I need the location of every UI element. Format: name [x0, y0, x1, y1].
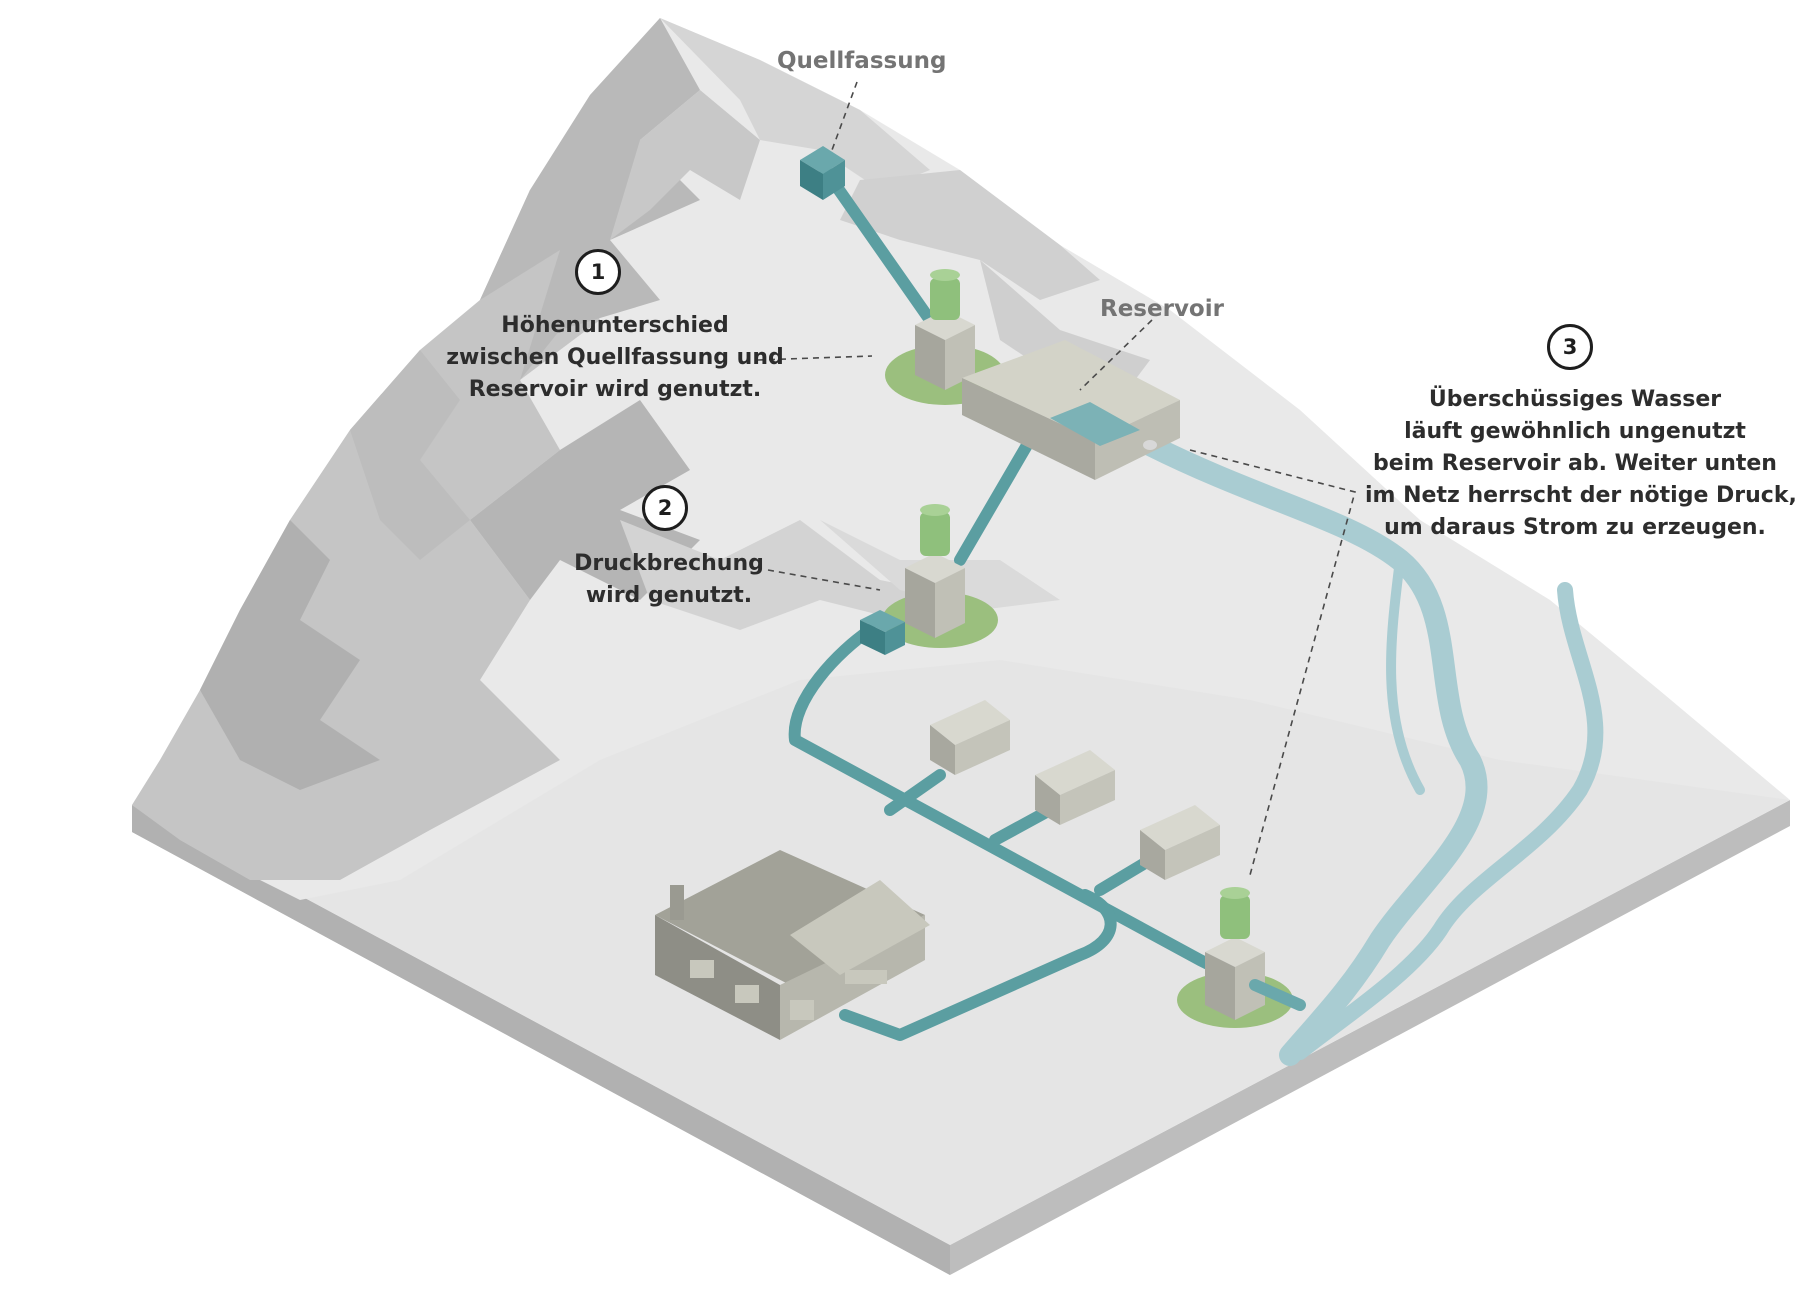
pipe-network [788, 164, 1256, 1041]
note-3-line-1: Überschüssiges Wasser [1428, 387, 1722, 412]
farmhouse [655, 850, 930, 1040]
note-1-line-2: zwischen Quellfassung und [446, 345, 784, 370]
note-3-number: 3 [1547, 324, 1593, 370]
power-station-middle [860, 504, 998, 655]
leader-lines [757, 81, 1356, 876]
note-1-number: 1 [575, 249, 621, 295]
river [1139, 434, 1604, 1066]
mountain [132, 18, 1790, 900]
quellfassung-box [800, 146, 845, 200]
house-3 [1140, 805, 1220, 880]
note-2-text: Druckbrechung wird genutzt. [560, 548, 778, 612]
reservoir-building [962, 340, 1180, 480]
note-3-line-2: läuft gewöhnlich ungenutzt [1404, 419, 1746, 444]
power-station-upper [885, 269, 1005, 405]
note-2-line-2: wird genutzt. [585, 583, 753, 608]
note-3-line-3: beim Reservoir ab. Weiter unten [1373, 451, 1777, 476]
label-quellfassung: Quellfassung [777, 48, 947, 74]
note-3-text: Überschüssiges Wasser läuft gewöhnlich u… [1365, 384, 1797, 544]
power-station-lower [1177, 887, 1306, 1028]
house-2 [1035, 750, 1115, 825]
note-3-line-5: um daraus Strom zu erzeugen. [1384, 515, 1766, 540]
note-1-text: Höhenunterschied zwischen Quellfassung u… [430, 310, 800, 406]
note-2-number: 2 [642, 485, 688, 531]
note-1-line-1: Höhenunterschied [501, 313, 729, 338]
label-reservoir: Reservoir [1100, 296, 1224, 322]
house-1 [930, 700, 1010, 775]
note-2-line-1: Druckbrechung [574, 551, 764, 576]
note-3-line-4: im Netz herrscht der nötige Druck, [1365, 483, 1797, 508]
note-1-line-3: Reservoir wird genutzt. [468, 377, 762, 402]
